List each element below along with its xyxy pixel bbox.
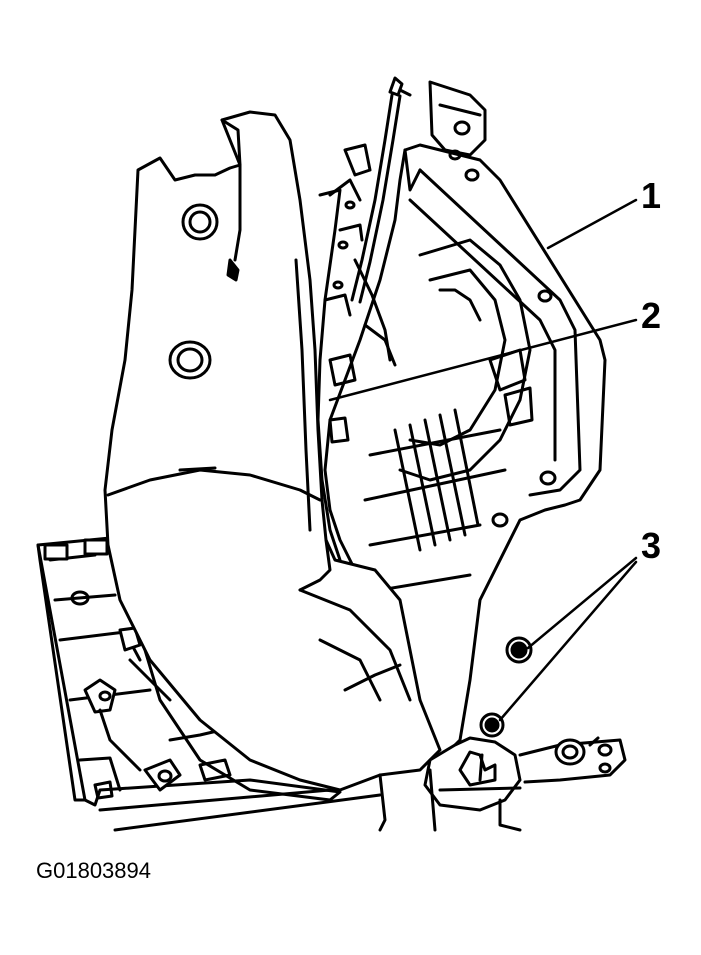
leader-line-1 [548,200,636,248]
callout-3: 3 [641,525,662,566]
seat-side-shield [105,112,440,790]
leader-line-3a [528,558,636,648]
leader-line-3b [500,562,636,720]
leader-lines [330,200,636,720]
callout-1: 1 [641,175,662,216]
inner-seat-structure [318,145,395,560]
leader-line-2 [330,320,636,400]
recliner-hinge [380,638,625,830]
figure-id: G01803894 [36,858,151,883]
fastener-upper [507,638,531,662]
callout-2: 2 [641,295,662,336]
release-rod [352,78,410,302]
fastener-lower [481,714,503,736]
seat-track-base [38,538,380,830]
